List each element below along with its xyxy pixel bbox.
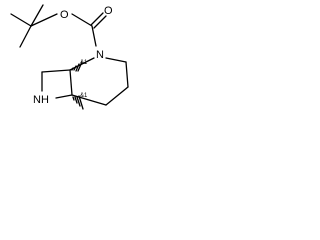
bond-tbu-c3 <box>30 4 44 27</box>
atom-o-ether: O <box>60 9 69 21</box>
bond-ring-2 <box>125 61 129 88</box>
hash-wedge-bottom <box>72 95 84 110</box>
bond-n-ch2 <box>105 57 127 63</box>
bond-carbonyl-n <box>91 25 97 47</box>
atom-o-carbonyl: O <box>104 5 113 17</box>
bond-ring-5 <box>69 69 73 96</box>
bond-tbu-o <box>30 13 58 27</box>
bond-tbu-c1 <box>10 13 32 27</box>
bond-carbonyl-double-a <box>90 12 104 26</box>
bond-ring-3 <box>105 86 129 106</box>
bond-aze-nh <box>55 94 73 99</box>
bond-ring-4 <box>71 94 107 106</box>
bond-tbu-c2 <box>19 25 32 48</box>
atom-n-azetidine: NH <box>33 94 49 106</box>
bond-o-carbonyl-c <box>71 13 93 27</box>
molecule-structure: O O N NH &1 &1 <box>10 4 129 110</box>
bond-ring-n <box>69 57 95 71</box>
bond-carbonyl-double-b <box>93 15 107 29</box>
stereo-label-bottom: &1 <box>80 93 88 99</box>
atom-n-boc: N <box>96 49 104 61</box>
hash-wedge-top <box>71 61 83 72</box>
bond-aze-top <box>41 69 71 73</box>
stereo-label-top: &1 <box>80 60 88 66</box>
